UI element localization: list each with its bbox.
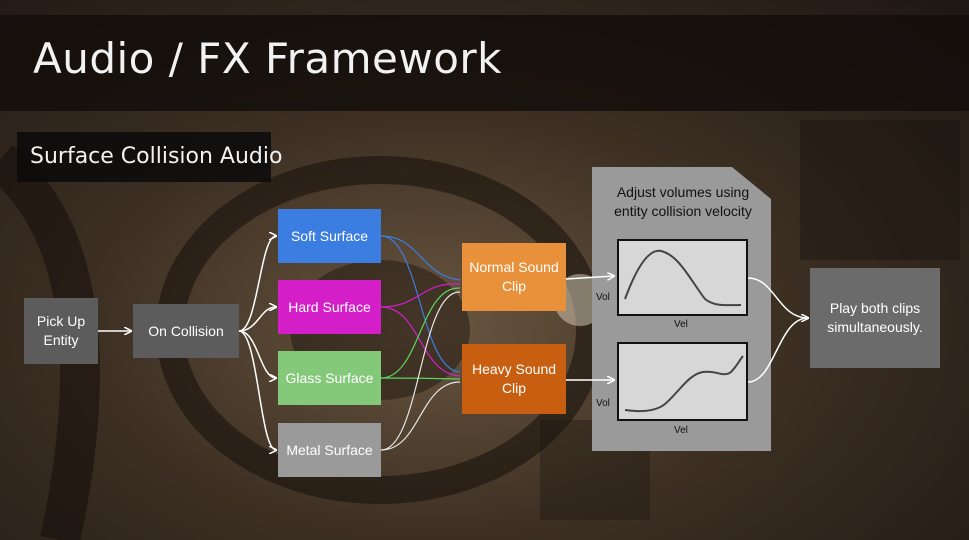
- node-heavy-sound-clip: Heavy Sound Clip: [462, 344, 566, 414]
- heavy-volume-curve: [624, 355, 744, 413]
- page-title: Audio / FX Framework: [33, 34, 503, 83]
- plot1-xlabel: Vel: [674, 319, 688, 330]
- normal-volume-curve: [624, 249, 742, 307]
- arrow-plot2-to-play: [747, 317, 809, 383]
- section-subtitle: Surface Collision Audio: [30, 144, 283, 169]
- arrow-to-metal: [238, 330, 276, 450]
- arrow-to-glass: [238, 330, 276, 378]
- plot2-xlabel: Vel: [674, 425, 688, 436]
- arrow-to-hard: [238, 307, 276, 332]
- heavy-volume-plot: [617, 342, 748, 421]
- node-hard-surface: Hard Surface: [278, 280, 381, 334]
- node-metal-surface: Metal Surface: [278, 423, 381, 477]
- node-soft-surface: Soft Surface: [278, 209, 381, 263]
- normal-volume-plot: [617, 239, 748, 316]
- node-normal-sound-clip: Normal Sound Clip: [462, 243, 566, 311]
- title-bar: [0, 15, 969, 111]
- plot2-ylabel: Vol: [596, 398, 610, 409]
- plot1-ylabel: Vol: [596, 292, 610, 303]
- node-on-collision: On Collision: [133, 304, 239, 358]
- node-glass-surface: Glass Surface: [278, 351, 381, 405]
- node-pick-up-entity: Pick Up Entity: [24, 298, 98, 364]
- arrow-to-soft: [238, 236, 276, 332]
- arrow-normal-to-plot: [565, 276, 614, 279]
- graph-caption: Adjust volumes using entity collision ve…: [614, 184, 752, 219]
- arrow-plot1-to-play: [747, 277, 808, 318]
- subtitle-box: [17, 132, 271, 182]
- node-play-both-clips: Play both clips simultaneously.: [810, 268, 940, 368]
